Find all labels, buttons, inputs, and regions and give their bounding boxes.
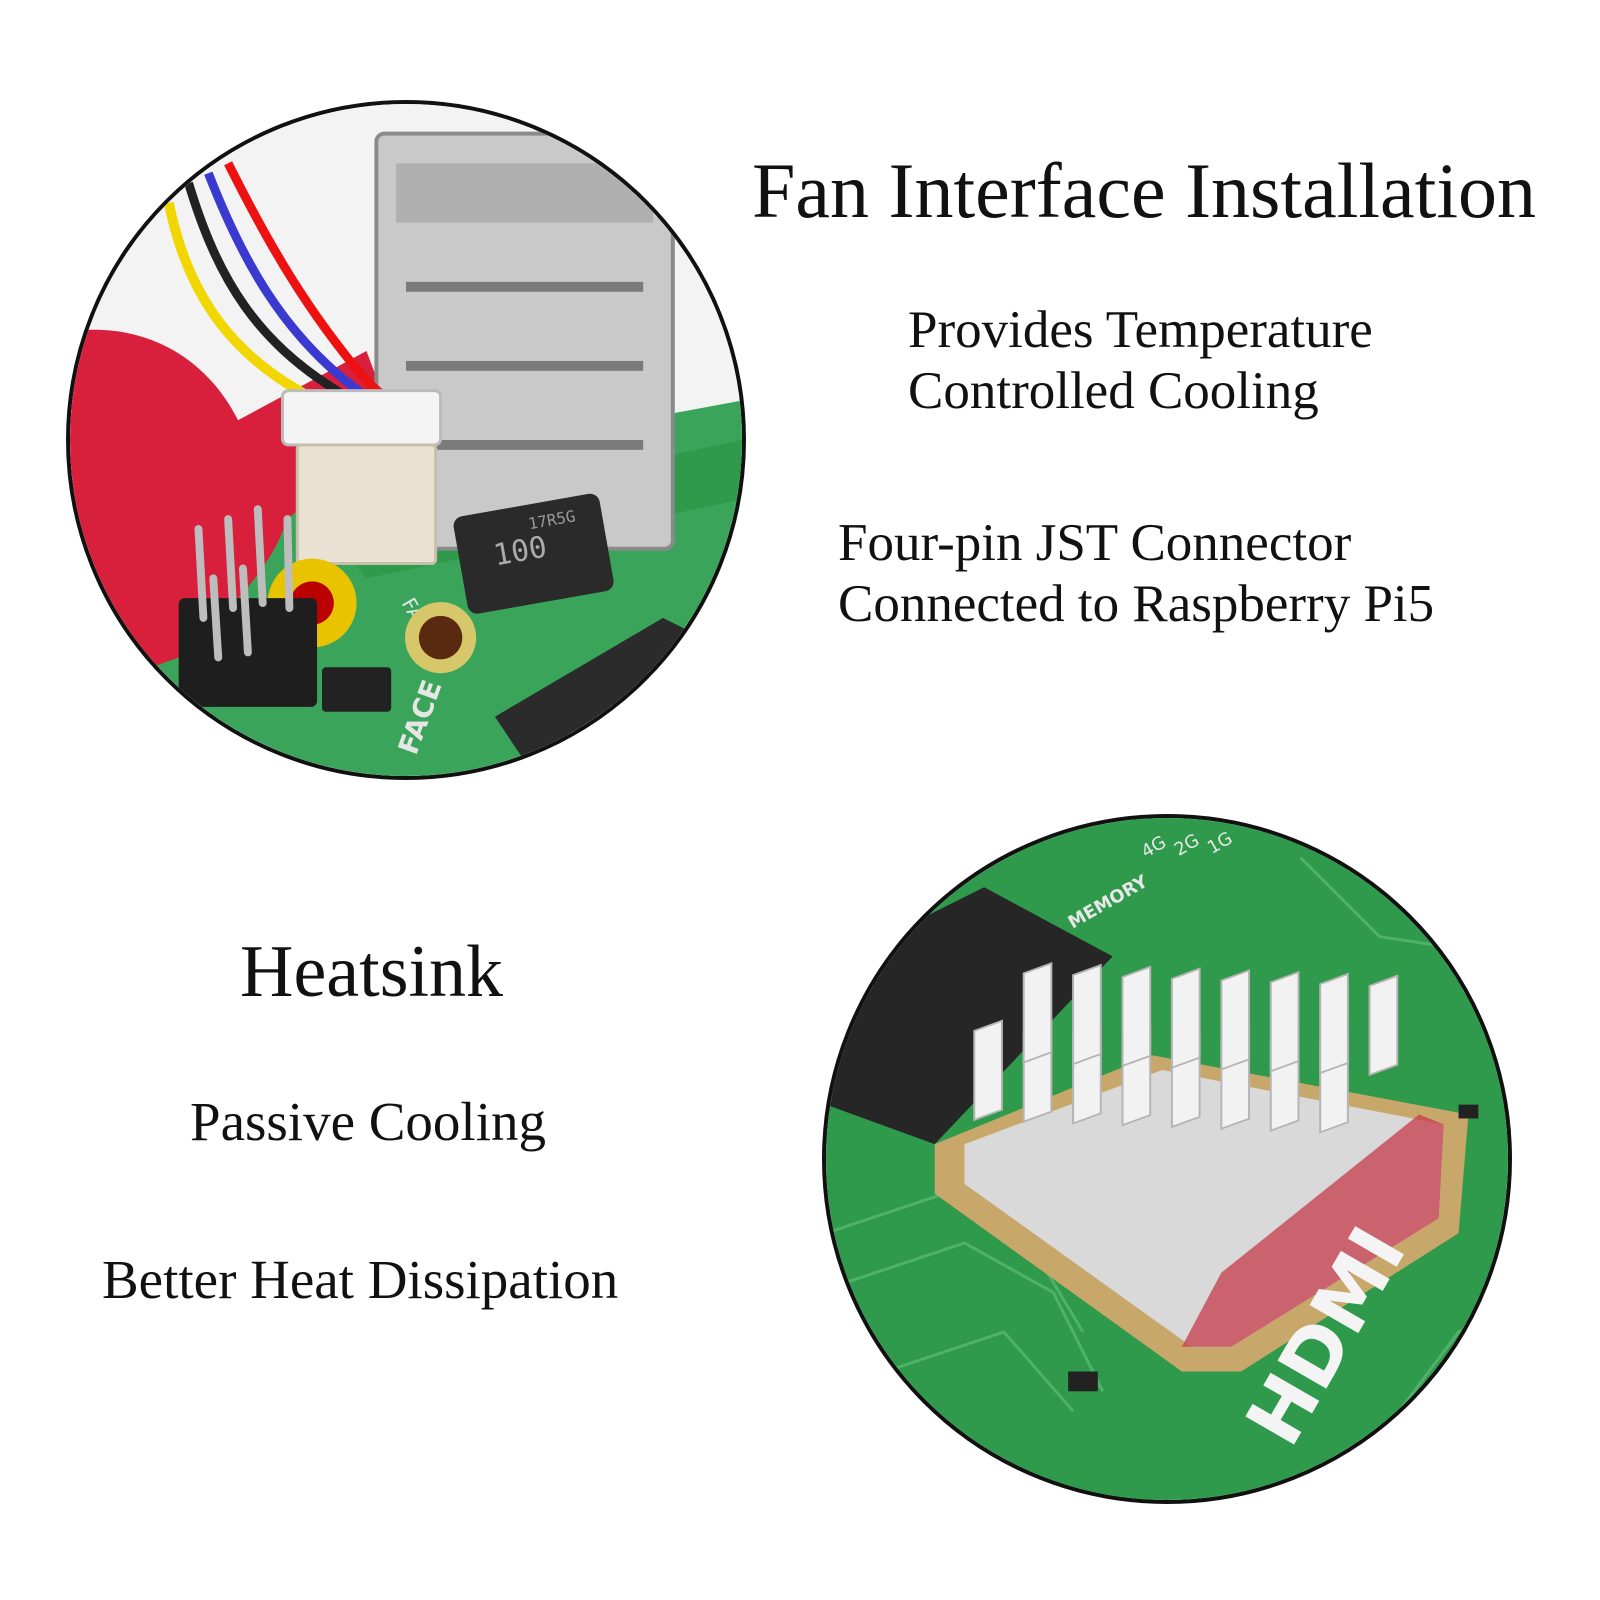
fan-connector-illustration: 100 17R5G FAN FACE bbox=[70, 104, 742, 776]
heatsink-fins bbox=[973, 961, 1399, 1134]
fan-interface-photo: 100 17R5G FAN FACE bbox=[66, 100, 746, 780]
heatsink-feature-2: Better Heat Dissipation bbox=[102, 1249, 619, 1310]
fan-feature-1-line-1: Provides Temperature bbox=[908, 301, 1373, 359]
fan-feature-2-line-2: Connected to Raspberry Pi5 bbox=[838, 574, 1435, 633]
fan-feature-2: Four-pin JST Connector Connected to Rasp… bbox=[838, 513, 1434, 635]
heatsink-section-title: Heatsink bbox=[240, 931, 504, 1013]
inductor-chip bbox=[453, 493, 614, 614]
fan-feature-1-line-2: Controlled Cooling bbox=[908, 361, 1319, 420]
fan-feature-2-line-1: Four-pin JST Connector bbox=[838, 514, 1352, 572]
heatsink-feature-1: Passive Cooling bbox=[190, 1091, 546, 1152]
memory-chip bbox=[826, 887, 1113, 1145]
jst-plug bbox=[280, 389, 443, 447]
jst-socket bbox=[295, 443, 438, 566]
heatsink-photo: MEMORY 4G 2G 1G bbox=[822, 814, 1512, 1504]
heatsink-illustration: MEMORY 4G 2G 1G bbox=[826, 818, 1508, 1500]
fan-feature-1: Provides Temperature Controlled Cooling bbox=[908, 300, 1373, 422]
fan-section-title: Fan Interface Installation bbox=[752, 147, 1536, 234]
